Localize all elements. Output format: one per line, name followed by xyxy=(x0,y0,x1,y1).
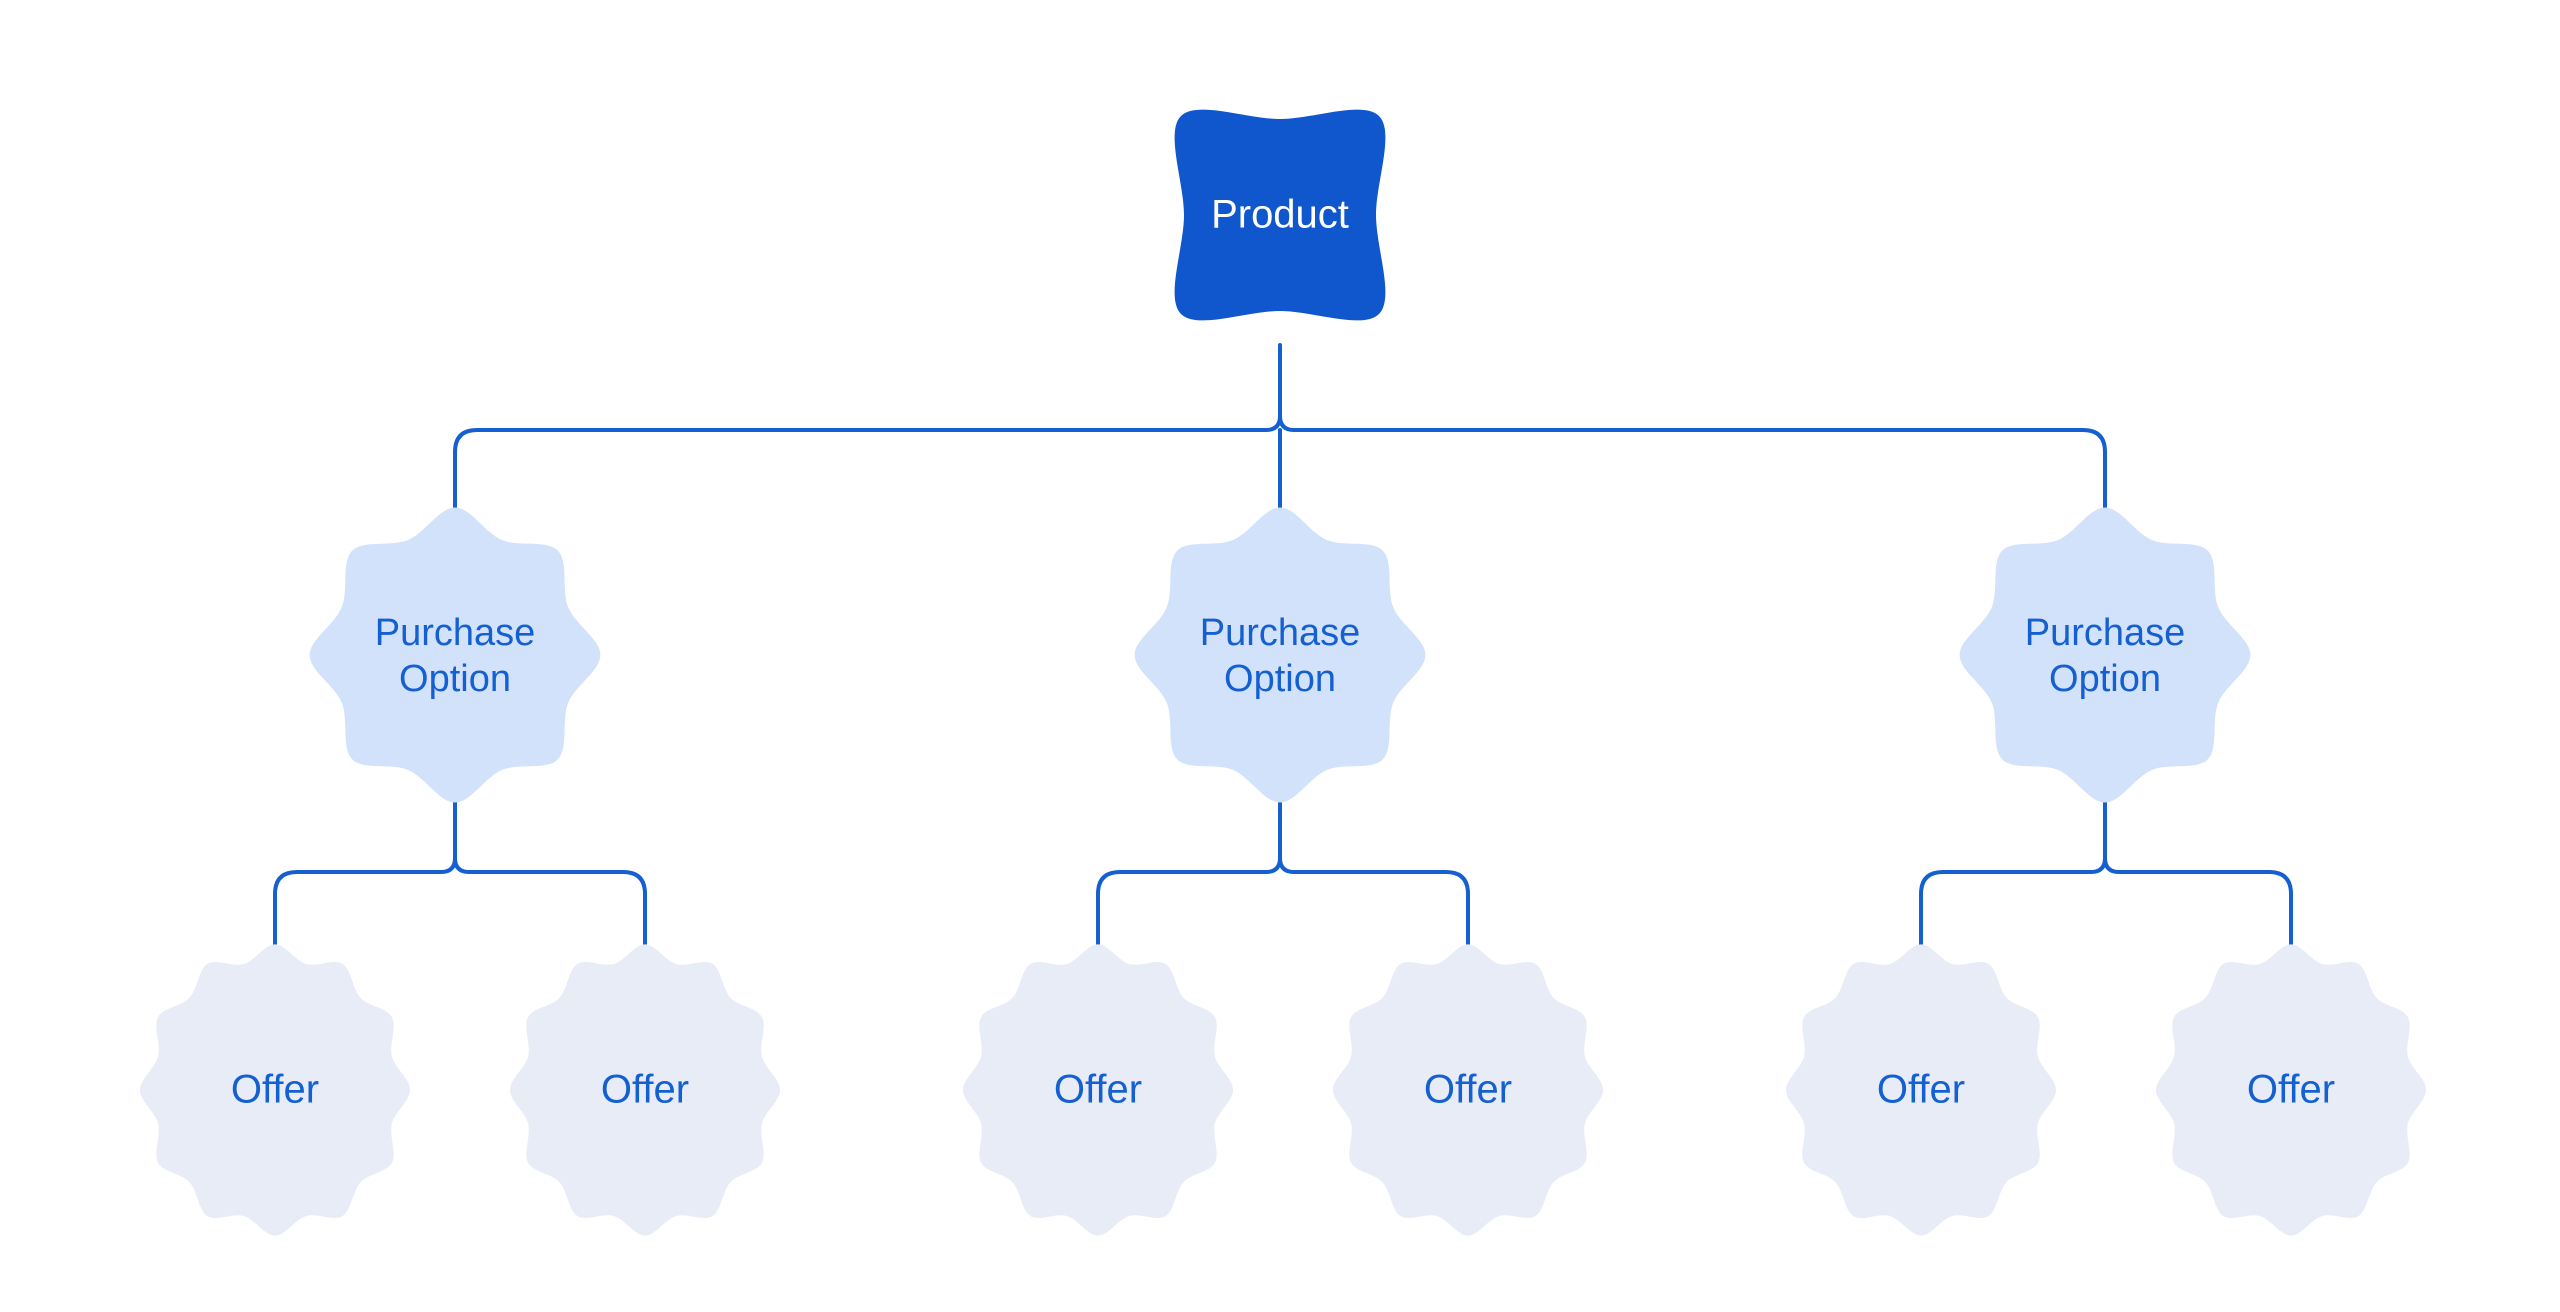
node-offer-6[interactable]: Offer xyxy=(2155,944,2427,1236)
connector-branch-left xyxy=(1919,856,2107,957)
purchase-option-node-label-line2: Option xyxy=(1224,658,1336,700)
product-node-shape xyxy=(1174,109,1386,321)
offer-node-shape xyxy=(962,944,1234,1236)
offer-node-shape xyxy=(2155,944,2427,1236)
purchase-option-node-shape xyxy=(1959,507,2251,803)
offer-node-label: Offer xyxy=(1877,1068,1965,1112)
node-offer-1[interactable]: Offer xyxy=(139,944,411,1236)
node-layer: ProductPurchaseOptionPurchaseOptionPurch… xyxy=(139,109,2427,1236)
offer-node-label: Offer xyxy=(2247,1068,2335,1112)
purchase-option-node-label-line2: Option xyxy=(399,658,511,700)
purchase-option-node-label: Purchase xyxy=(1200,612,1361,654)
node-offer-3[interactable]: Offer xyxy=(962,944,1234,1236)
node-offer-2[interactable]: Offer xyxy=(509,944,781,1236)
node-offer-4[interactable]: Offer xyxy=(1332,944,1604,1236)
connector-branch-left xyxy=(453,414,1282,527)
purchase-option-node-label: Purchase xyxy=(2025,612,2186,654)
connector-branch-right xyxy=(2103,856,2293,957)
product-node-label: Product xyxy=(1211,193,1349,237)
purchase-option-node-shape xyxy=(309,507,601,803)
offer-node-shape xyxy=(139,944,411,1236)
connector-branch-left xyxy=(273,856,457,957)
purchase-option-node-label-line2: Option xyxy=(2049,658,2161,700)
node-product[interactable]: Product xyxy=(1174,109,1386,321)
offer-node-label: Offer xyxy=(231,1068,319,1112)
connector-branch-left xyxy=(1096,856,1282,957)
connector-branch-right xyxy=(453,856,647,957)
offer-node-shape xyxy=(509,944,781,1236)
offer-node-label: Offer xyxy=(601,1068,689,1112)
offer-node-shape xyxy=(1332,944,1604,1236)
offer-node-label: Offer xyxy=(1424,1068,1512,1112)
connector-branch-right xyxy=(1278,856,1470,957)
offer-node-shape xyxy=(1785,944,2057,1236)
purchase-option-node-shape xyxy=(1134,507,1426,803)
connector-branch-right xyxy=(1278,414,2107,527)
offer-node-label: Offer xyxy=(1054,1068,1142,1112)
purchase-option-node-label: Purchase xyxy=(375,612,536,654)
node-offer-5[interactable]: Offer xyxy=(1785,944,2057,1236)
